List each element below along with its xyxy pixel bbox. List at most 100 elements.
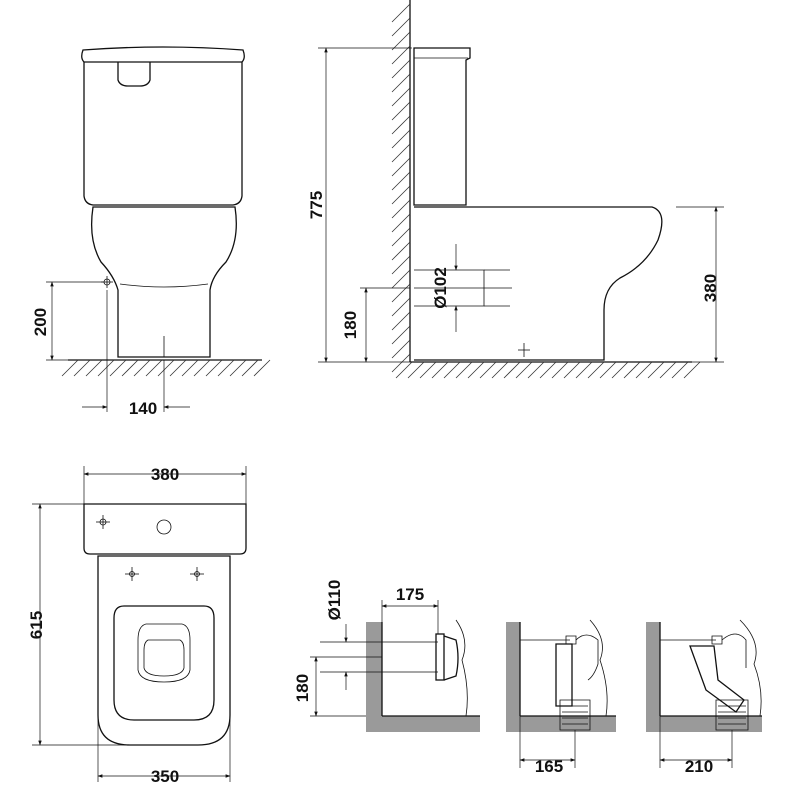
top-tank-fixing-icon: [96, 515, 110, 529]
dim-side-bowl-height: 380: [701, 274, 720, 302]
detail3-pipe: [689, 645, 745, 713]
hatch-stroke: [97, 359, 115, 377]
hatch-stroke: [391, 241, 411, 261]
connector-detail-offset-165: 165: [506, 619, 616, 776]
hatch-stroke: [611, 361, 629, 379]
hatch-stroke: [229, 359, 247, 377]
hatch-stroke: [109, 359, 127, 377]
hatch-stroke: [391, 227, 411, 247]
side-fixing-point-icon: [518, 343, 530, 357]
hatch-stroke: [515, 361, 533, 379]
hatch-stroke: [503, 361, 521, 379]
connector-detail-straight: Ø110 175 180: [293, 580, 480, 732]
side-floor-hatch: [395, 361, 701, 379]
hatch-stroke: [467, 361, 485, 379]
hatch-stroke: [391, 3, 411, 23]
hatch-stroke: [635, 361, 653, 379]
hatch-stroke: [395, 361, 413, 379]
hatch-stroke: [61, 359, 79, 377]
hatch-stroke: [217, 359, 235, 377]
dim-front-width: 140: [129, 399, 157, 418]
hatch-stroke: [431, 361, 449, 379]
hatch-stroke: [391, 17, 411, 37]
hatch-stroke: [205, 359, 223, 377]
hatch-stroke: [391, 59, 411, 79]
front-floor-hatch: [61, 359, 271, 377]
detail1-pipe: [320, 641, 438, 673]
hatch-stroke: [391, 269, 411, 289]
top-bowl: [97, 555, 231, 746]
side-tank: [413, 47, 471, 206]
connector-detail-offset-210: 210: [646, 619, 762, 776]
detail2-wall: [506, 622, 616, 732]
hatch-stroke: [659, 361, 677, 379]
hatch-stroke: [391, 115, 411, 135]
detail3-wall: [646, 622, 762, 732]
hatch-stroke: [391, 213, 411, 233]
hatch-stroke: [599, 361, 617, 379]
hatch-stroke: [391, 297, 411, 317]
hatch-stroke: [623, 361, 641, 379]
hatch-stroke: [391, 255, 411, 275]
top-fixing-right-icon: [190, 567, 204, 581]
dim-connector-height: 180: [293, 674, 312, 702]
hatch-stroke: [491, 361, 509, 379]
side-view: 775 180 Ø102 380: [307, 0, 724, 379]
hatch-stroke: [671, 361, 689, 379]
hatch-stroke: [181, 359, 199, 377]
hatch-stroke: [587, 361, 605, 379]
front-view: 200 140: [31, 46, 271, 418]
hatch-stroke: [145, 359, 163, 377]
dim-side-height: 775: [307, 191, 326, 219]
hatch-stroke: [527, 361, 545, 379]
hatch-stroke: [391, 199, 411, 219]
hatch-stroke: [391, 283, 411, 303]
dim-side-outlet-diameter: Ø102: [431, 267, 450, 309]
detail3-bowl-trap: [721, 633, 747, 668]
top-fixing-left-icon: [125, 567, 139, 581]
top-bowl-opening: [137, 623, 191, 683]
hatch-stroke: [133, 359, 151, 377]
hatch-stroke: [391, 185, 411, 205]
front-bowl-seam: [119, 283, 209, 288]
hatch-stroke: [539, 361, 557, 379]
hatch-stroke: [391, 353, 411, 373]
hatch-stroke: [391, 45, 411, 65]
dim-top-width-tank: 380: [151, 465, 179, 484]
hatch-stroke: [169, 359, 187, 377]
hatch-stroke: [391, 157, 411, 177]
top-water-area: [143, 639, 185, 677]
dim-connector-diameter: Ø110: [325, 580, 344, 621]
front-tank-lid: [81, 46, 245, 63]
hatch-stroke: [575, 361, 593, 379]
hatch-stroke: [647, 361, 665, 379]
top-tank: [83, 503, 247, 555]
hatch-stroke: [551, 361, 569, 379]
side-bowl: [414, 206, 663, 361]
dim-top-length: 615: [27, 611, 46, 639]
hatch-stroke: [455, 361, 473, 379]
hatch-stroke: [683, 361, 701, 379]
hatch-stroke: [407, 361, 425, 379]
dim-front-height: 200: [31, 308, 50, 336]
dim-top-width-bowl: 350: [151, 767, 179, 786]
hatch-stroke: [391, 311, 411, 331]
dim-connector-length: 175: [396, 585, 424, 604]
hatch-stroke: [391, 325, 411, 345]
hatch-stroke: [85, 359, 103, 377]
detail2-bowl-trap: [575, 634, 599, 681]
top-seat: [113, 605, 215, 721]
detail1-wall: [366, 622, 480, 732]
top-view: 380 615 350: [27, 465, 247, 786]
top-flush-button-icon: [156, 519, 172, 535]
hatch-stroke: [391, 101, 411, 121]
hatch-stroke: [253, 359, 271, 377]
hatch-stroke: [391, 339, 411, 359]
hatch-stroke: [443, 361, 461, 379]
hatch-stroke: [241, 359, 259, 377]
hatch-stroke: [479, 361, 497, 379]
flush-button-icon: [117, 62, 151, 87]
dim-side-outlet-height: 180: [341, 311, 360, 339]
hatch-stroke: [563, 361, 581, 379]
